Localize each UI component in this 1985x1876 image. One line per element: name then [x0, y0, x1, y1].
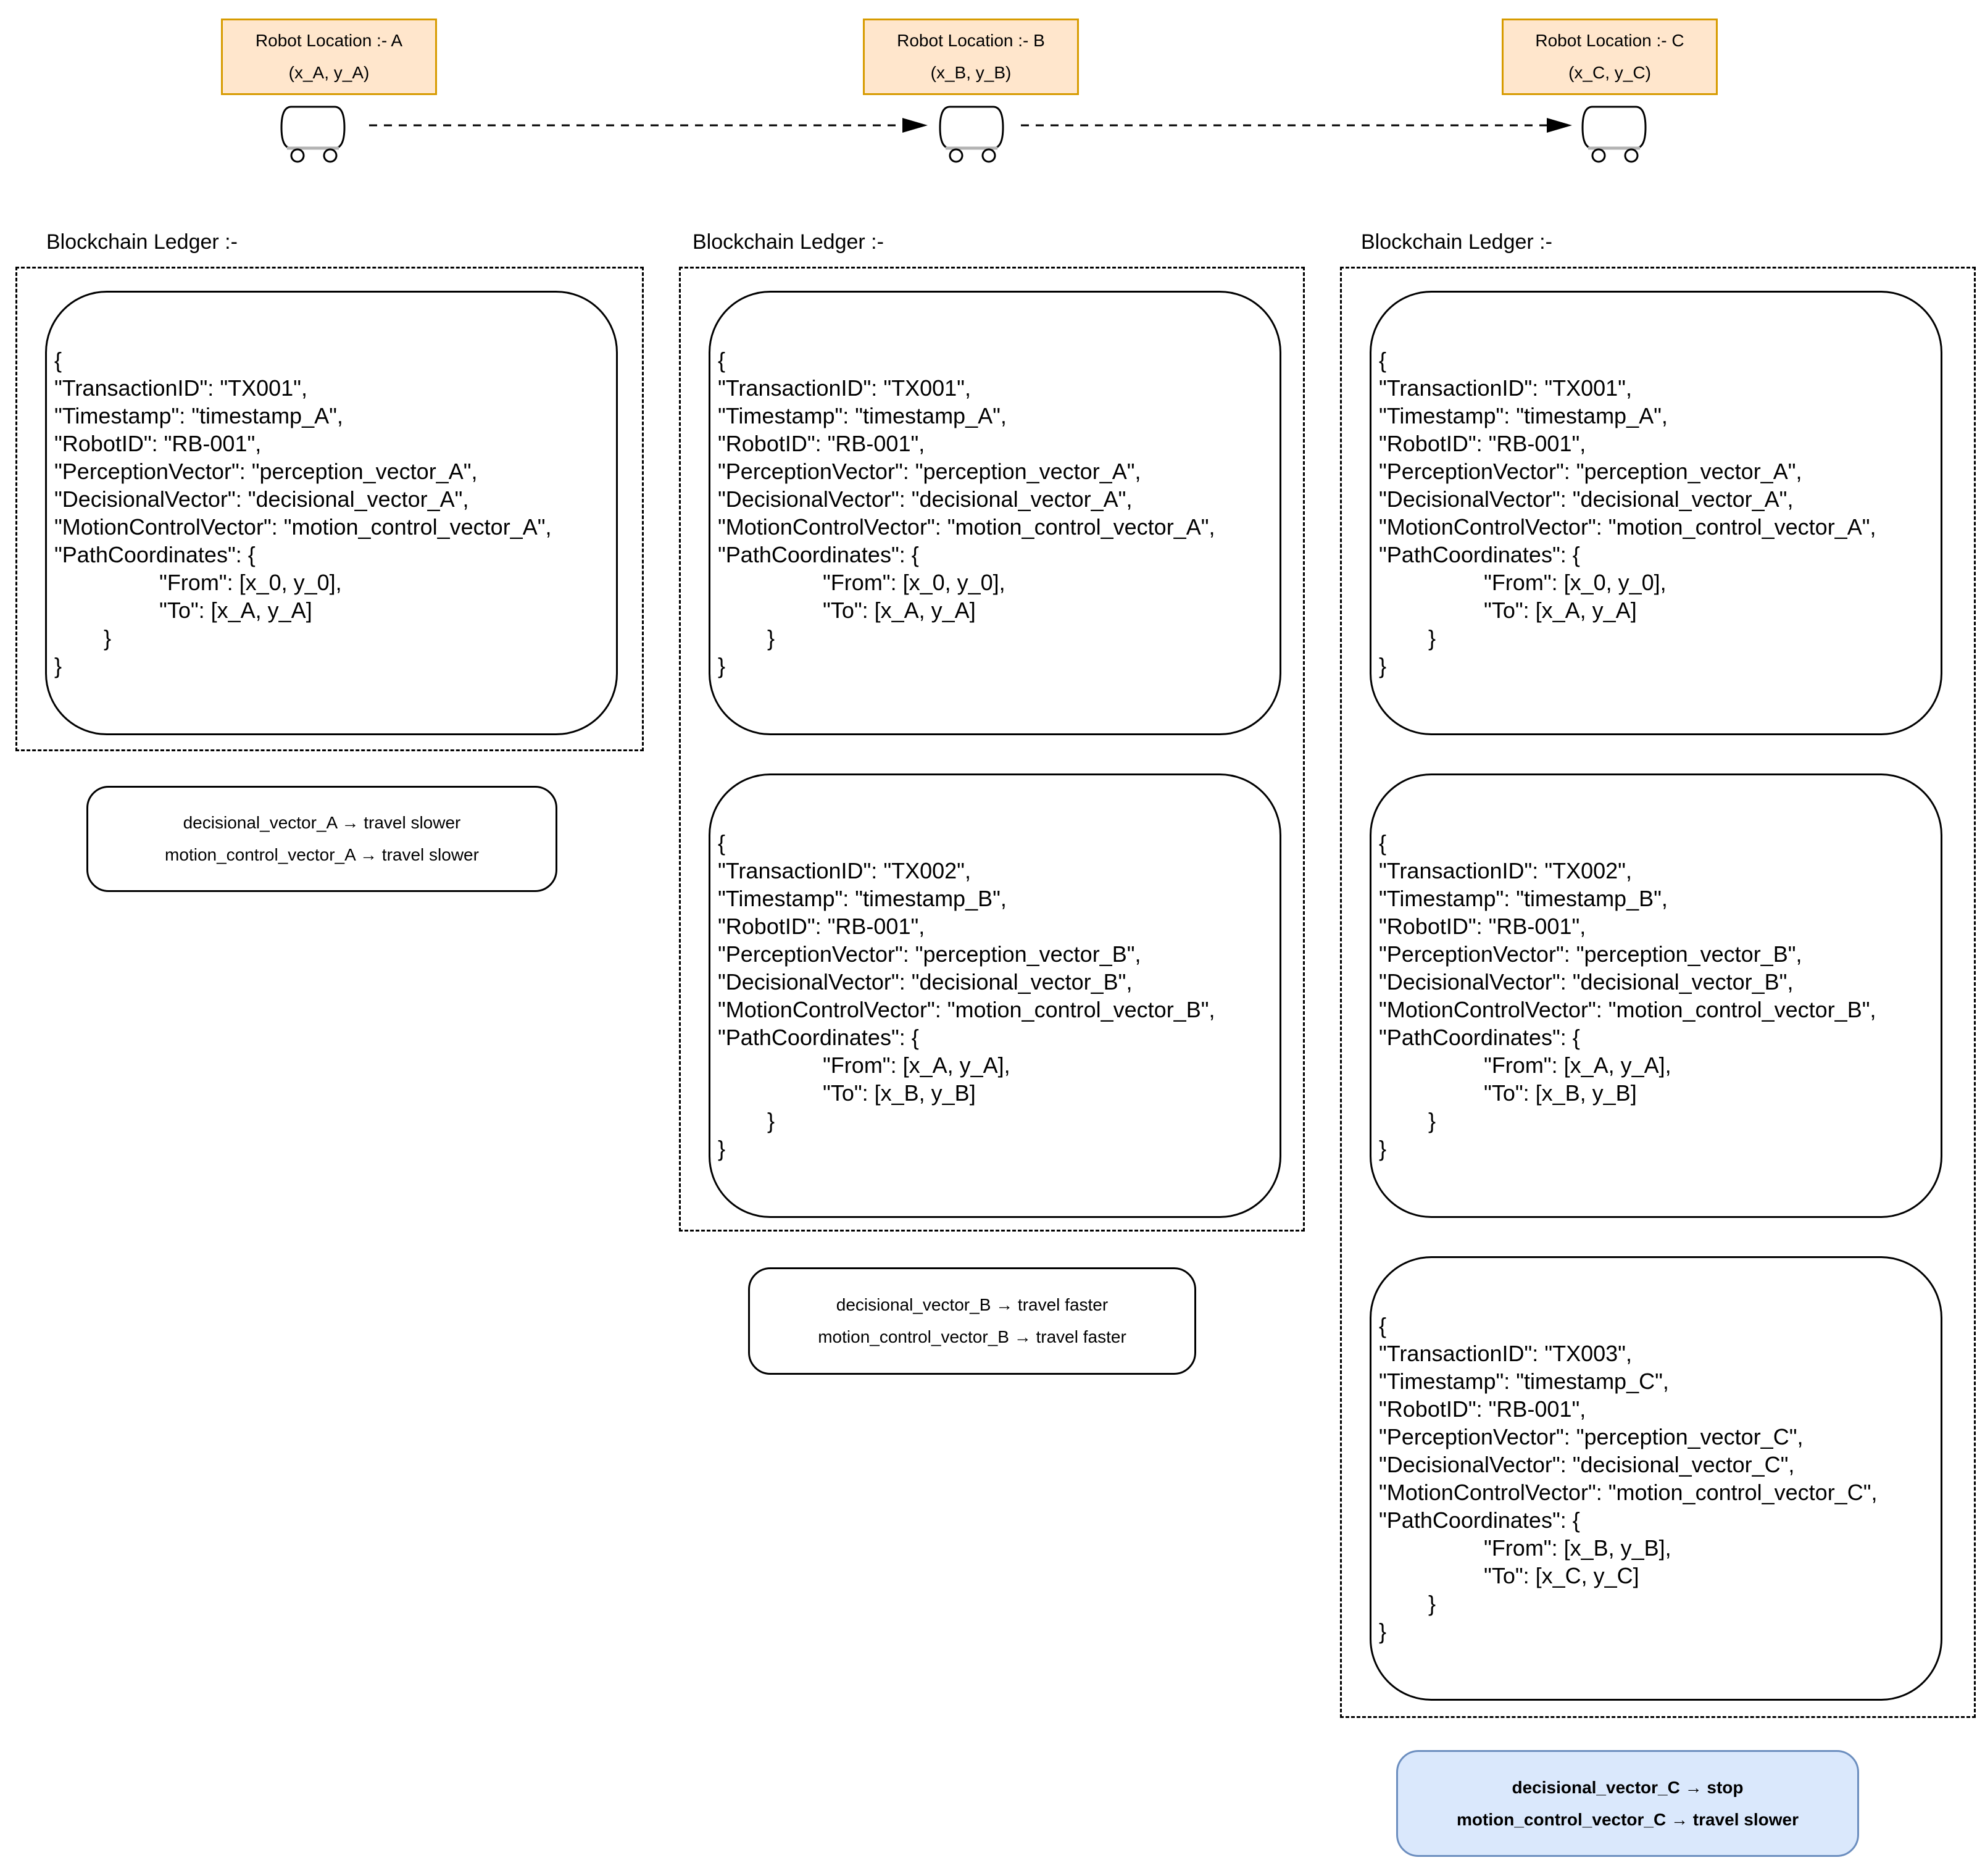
location-box-c: Robot Location :- C (x_C, y_C) [1502, 19, 1718, 95]
ledger-label-b: Blockchain Ledger :- [693, 230, 884, 254]
note-b: decisional_vector_B → travel faster moti… [748, 1267, 1196, 1375]
tx-block-b-tx002: { "TransactionID": "TX002", "Timestamp":… [709, 773, 1281, 1218]
location-a-title: Robot Location :- A [255, 31, 403, 50]
location-b-title: Robot Location :- B [897, 31, 1045, 50]
tx-json-b-tx001: { "TransactionID": "TX001", "Timestamp":… [718, 348, 1215, 678]
note-b-line2: motion_control_vector_B → travel faster [818, 1327, 1126, 1346]
tx-block-c-tx002: { "TransactionID": "TX002", "Timestamp":… [1370, 773, 1942, 1218]
note-c-line1: decisional_vector_C → stop [1512, 1777, 1744, 1797]
tx-block-c-tx001: { "TransactionID": "TX001", "Timestamp":… [1370, 291, 1942, 735]
note-c-line2: motion_control_vector_C → travel slower [1457, 1809, 1799, 1829]
dashed-arrow-b-to-c [1021, 118, 1572, 133]
ledger-label-c: Blockchain Ledger :- [1361, 230, 1552, 254]
robot-icon-c [1581, 106, 1647, 163]
dashed-arrow-a-to-b [369, 118, 928, 133]
note-a-line2: motion_control_vector_A → travel slower [165, 845, 479, 864]
location-b-coords: (x_B, y_B) [930, 63, 1012, 82]
ledger-box-a: { "TransactionID": "TX001", "Timestamp":… [15, 267, 644, 751]
location-a-coords: (x_A, y_A) [288, 63, 370, 82]
location-box-a: Robot Location :- A (x_A, y_A) [221, 19, 437, 95]
tx-json-c-tx003: { "TransactionID": "TX003", "Timestamp":… [1379, 1313, 1878, 1644]
tx-json-c-tx002: { "TransactionID": "TX002", "Timestamp":… [1379, 830, 1876, 1161]
ledger-box-b: { "TransactionID": "TX001", "Timestamp":… [679, 267, 1305, 1232]
note-a-line1: decisional_vector_A → travel slower [183, 813, 461, 832]
ledger-label-a: Blockchain Ledger :- [46, 230, 238, 254]
tx-json-c-tx001: { "TransactionID": "TX001", "Timestamp":… [1379, 348, 1876, 678]
location-c-title: Robot Location :- C [1535, 31, 1684, 50]
robot-icon-b [939, 106, 1004, 163]
note-b-line1: decisional_vector_B → travel faster [836, 1295, 1109, 1314]
note-a: decisional_vector_A → travel slower moti… [86, 786, 557, 892]
location-c-coords: (x_C, y_C) [1568, 63, 1651, 82]
ledger-box-c: { "TransactionID": "TX001", "Timestamp":… [1340, 267, 1976, 1718]
robot-icon-a [280, 106, 346, 163]
tx-block-c-tx003: { "TransactionID": "TX003", "Timestamp":… [1370, 1256, 1942, 1701]
tx-block-a-tx001: { "TransactionID": "TX001", "Timestamp":… [45, 291, 618, 735]
tx-json-a-tx001: { "TransactionID": "TX001", "Timestamp":… [54, 348, 552, 678]
location-box-b: Robot Location :- B (x_B, y_B) [863, 19, 1079, 95]
note-c: decisional_vector_C → stop motion_contro… [1396, 1750, 1859, 1857]
tx-block-b-tx001: { "TransactionID": "TX001", "Timestamp":… [709, 291, 1281, 735]
tx-json-b-tx002: { "TransactionID": "TX002", "Timestamp":… [718, 830, 1215, 1161]
